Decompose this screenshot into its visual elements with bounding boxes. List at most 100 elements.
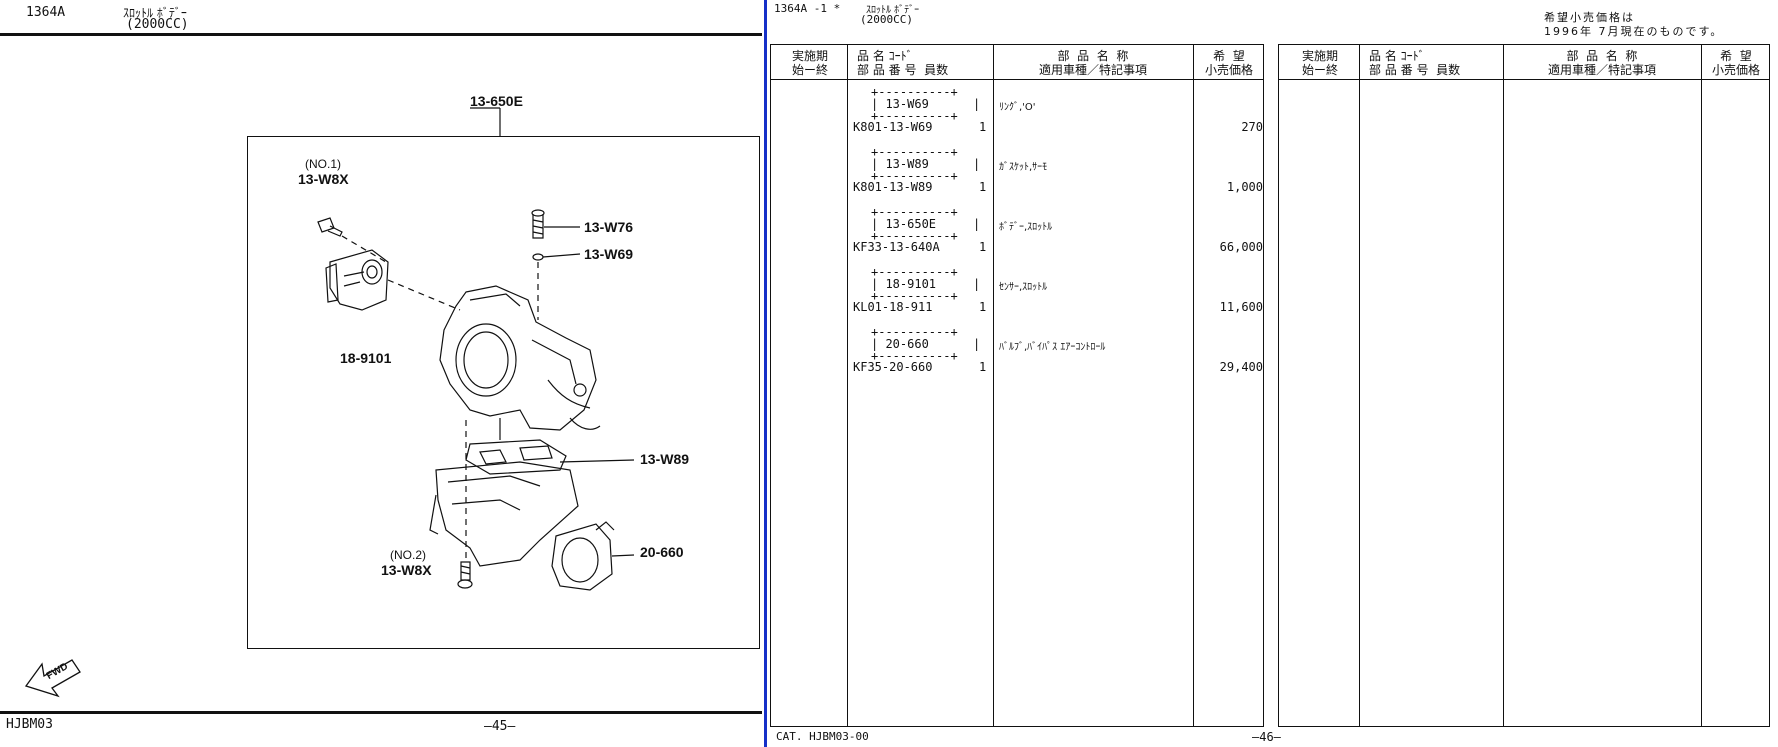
page-number-left: —45— <box>484 719 516 734</box>
part-number: KF35-20-660 <box>853 360 933 374</box>
part-code: 20-660 <box>885 337 929 351</box>
header-price: 希 望 小売価格 <box>1204 49 1253 77</box>
code-box-bottom: +----------+ <box>871 109 958 123</box>
price-note-line2: 1996年 7月現在のものです。 <box>1544 25 1724 38</box>
o-ring-drawing <box>532 253 544 261</box>
callout-no2-note: (NO.2) <box>390 548 426 562</box>
part-qty: 1 <box>979 120 987 134</box>
column-divider <box>1359 45 1360 726</box>
column-divider <box>1193 45 1194 726</box>
group-code: 1364A <box>26 5 66 20</box>
column-divider <box>1701 45 1702 726</box>
header-rule <box>0 33 762 36</box>
part-qty: 1 <box>979 360 987 374</box>
code-box-bottom: +----------+ <box>871 169 958 183</box>
code-box-side: | <box>973 217 981 231</box>
part-price: 66,000 <box>1219 240 1263 254</box>
part-name: ﾊﾞﾙﾌﾞ,ﾊﾞｲﾊﾟｽ ｴｱｰｺﾝﾄﾛｰﾙ <box>999 342 1106 353</box>
footer-catalog: CAT. HJBM03-00 <box>776 730 869 743</box>
callout-18-9101: 18-9101 <box>340 350 392 366</box>
header-divider <box>771 79 1263 80</box>
exploded-diagram <box>24 107 635 698</box>
header-period: 実施期 始ー終 <box>791 49 828 77</box>
header-period: 実施期 始ー終 <box>1301 49 1338 77</box>
page-spine <box>764 0 767 747</box>
callout-13-w76: 13-W76 <box>584 219 634 235</box>
gasket-drawing <box>465 439 567 475</box>
part-number: KL01-18-911 <box>853 300 933 314</box>
code-box-top: +----------+ <box>871 85 958 99</box>
code-box-row: | 20-660 <box>871 337 929 351</box>
part-code: 18-9101 <box>885 277 937 291</box>
part-number: K801-13-W69 <box>853 120 933 134</box>
part-price: 1,000 <box>1226 180 1263 194</box>
header-name: 部 品 名 称 適用車種／特記事項 <box>1547 49 1656 77</box>
right-header-title: ｽﾛｯﾄﾙ ﾎﾞﾃﾞｰ <box>866 5 920 16</box>
header-partno: 品 名 ｺｰﾄﾞ 部 品 番 号 員数 <box>857 49 949 77</box>
header-price: 希 望 小売価格 <box>1711 49 1760 77</box>
part-code: 13-W69 <box>885 97 929 111</box>
part-code: 13-W89 <box>885 157 929 171</box>
code-box-row: | 18-9101 <box>871 277 937 291</box>
page-subtitle: (2000CC) <box>126 17 189 32</box>
right-page: 1364A -1 * ｽﾛｯﾄﾙ ﾎﾞﾃﾞｰ (2000CC) 希望小売価格は … <box>768 0 1778 747</box>
bypass-valve-drawing <box>551 521 615 591</box>
code-box-side: | <box>973 157 981 171</box>
throttle-sensor-drawing <box>325 249 389 311</box>
right-header-subtitle: (2000CC) <box>860 13 913 26</box>
part-name: ﾎﾞﾃﾞｰ,ｽﾛｯﾄﾙ <box>999 222 1053 233</box>
header-name: 部 品 名 称 適用車種／特記事項 <box>1038 49 1147 77</box>
part-code: 13-650E <box>885 217 937 231</box>
code-box-top: +----------+ <box>871 145 958 159</box>
column-divider <box>1503 45 1504 726</box>
code-box-top: +----------+ <box>871 325 958 339</box>
screw-no2-drawing <box>457 561 473 589</box>
code-box-row: | 13-650E <box>871 217 937 231</box>
part-price: 11,600 <box>1219 300 1263 314</box>
callout-20-660: 20-660 <box>640 544 684 560</box>
footer-code: HJBM03 <box>6 717 53 732</box>
code-box-row: | 13-W69 <box>871 97 929 111</box>
callout-13-w69: 13-W69 <box>584 246 634 262</box>
code-box-side: | <box>973 97 981 111</box>
code-box-bottom: +----------+ <box>871 289 958 303</box>
page-title: ｽﾛｯﾄﾙ ﾎﾞﾃﾞｰ <box>123 6 187 20</box>
callout-no1-note: (NO.1) <box>305 157 341 171</box>
part-name: ﾘﾝｸﾞ,'O' <box>999 102 1036 113</box>
code-box-row: | 13-W89 <box>871 157 929 171</box>
left-page: 1364A ｽﾛｯﾄﾙ ﾎﾞﾃﾞｰ (2000CC) <box>0 0 764 747</box>
right-header-code: 1364A -1 * <box>774 2 841 15</box>
parts-table-empty: 実施期 始ー終 品 名 ｺｰﾄﾞ 部 品 番 号 員数 部 品 名 称 適用車種… <box>1278 44 1770 727</box>
callout-13-650e: 13-650E <box>470 93 523 109</box>
page-number-right: —46— <box>1252 730 1281 744</box>
part-name: ｶﾞｽｹｯﾄ,ｻｰﾓ <box>999 162 1048 173</box>
code-box-bottom: +----------+ <box>871 349 958 363</box>
code-box-top: +----------+ <box>871 205 958 219</box>
code-box-top: +----------+ <box>871 265 958 279</box>
part-qty: 1 <box>979 300 987 314</box>
parts-table: 実施期 始ー終 品 名 ｺｰﾄﾞ 部 品 番 号 員数 部 品 名 称 適用車種… <box>770 44 1264 727</box>
screw-no1-drawing <box>317 217 343 237</box>
screw-w76-drawing <box>531 209 545 239</box>
part-name: ｾﾝｻｰ,ｽﾛｯﾄﾙ <box>999 282 1048 293</box>
part-price: 270 <box>1241 120 1263 134</box>
header-divider <box>1279 79 1769 80</box>
throttle-body-drawing <box>439 285 601 440</box>
part-number: K801-13-W89 <box>853 180 933 194</box>
diagram-frame <box>247 136 760 649</box>
lower-body-drawing <box>429 461 579 567</box>
header-partno: 品 名 ｺｰﾄﾞ 部 品 番 号 員数 <box>1369 49 1461 77</box>
price-note-line1: 希望小売価格は <box>1544 11 1635 24</box>
code-box-side: | <box>973 277 981 291</box>
part-qty: 1 <box>979 180 987 194</box>
callout-13-w8x-no2: 13-W8X <box>381 562 432 578</box>
part-number: KF33-13-640A <box>853 240 940 254</box>
column-divider <box>847 45 848 726</box>
part-price: 29,400 <box>1219 360 1263 374</box>
footer-rule <box>0 711 762 714</box>
part-qty: 1 <box>979 240 987 254</box>
callout-13-w89: 13-W89 <box>640 451 690 467</box>
code-box-bottom: +----------+ <box>871 229 958 243</box>
fwd-arrow-icon <box>24 659 81 698</box>
callout-13-w8x-no1: 13-W8X <box>298 171 349 187</box>
